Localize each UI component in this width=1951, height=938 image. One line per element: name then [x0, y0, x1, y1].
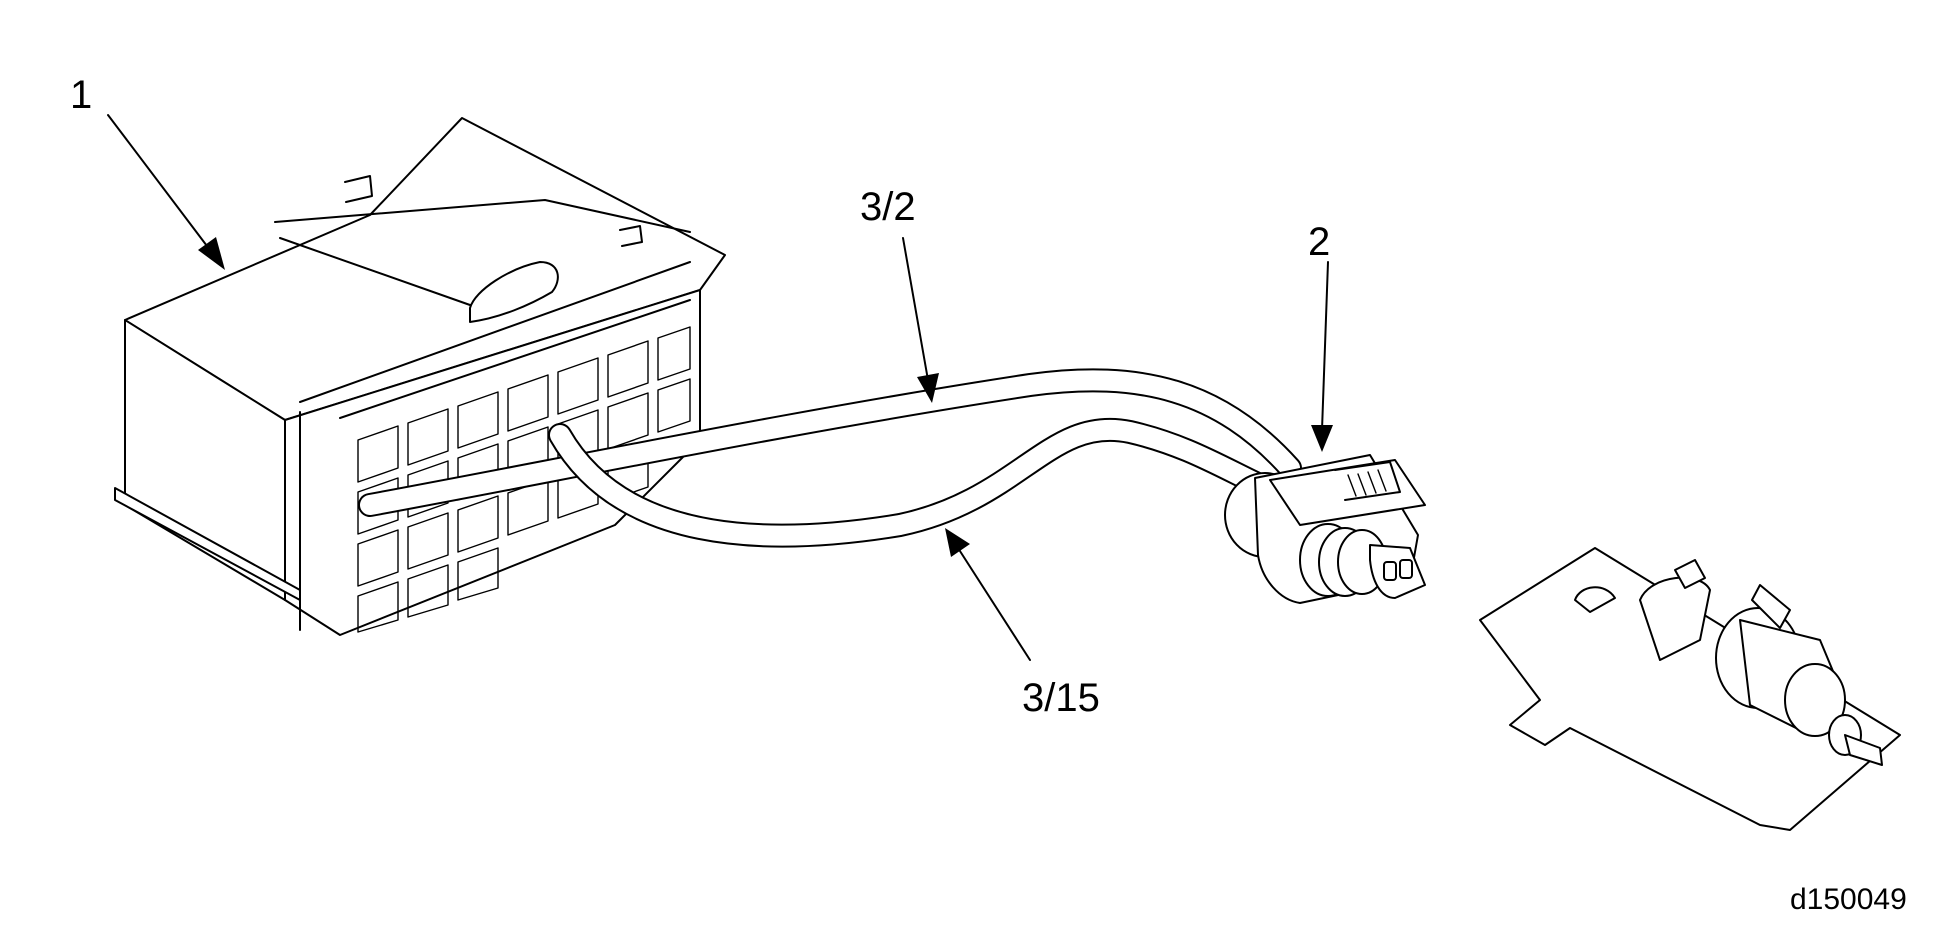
wire-3-15-drawing	[548, 417, 1307, 548]
figure-id: d150049	[1790, 883, 1907, 916]
leader-1	[107, 114, 225, 270]
leader-3-2	[902, 237, 939, 403]
callout-3-2: 3/2	[860, 185, 916, 229]
callout-1: 1	[70, 73, 93, 117]
callout-3-15: 3/15	[1022, 676, 1100, 720]
harness-connector-drawing	[114, 117, 726, 636]
leader-3-15	[945, 528, 1031, 661]
sensor-connector-drawing	[1224, 454, 1426, 604]
leader-2	[1311, 261, 1333, 452]
mounted-sensor-drawing	[1479, 547, 1901, 831]
callout-2: 2	[1308, 220, 1331, 264]
wire-3-2-drawing	[358, 368, 1302, 517]
